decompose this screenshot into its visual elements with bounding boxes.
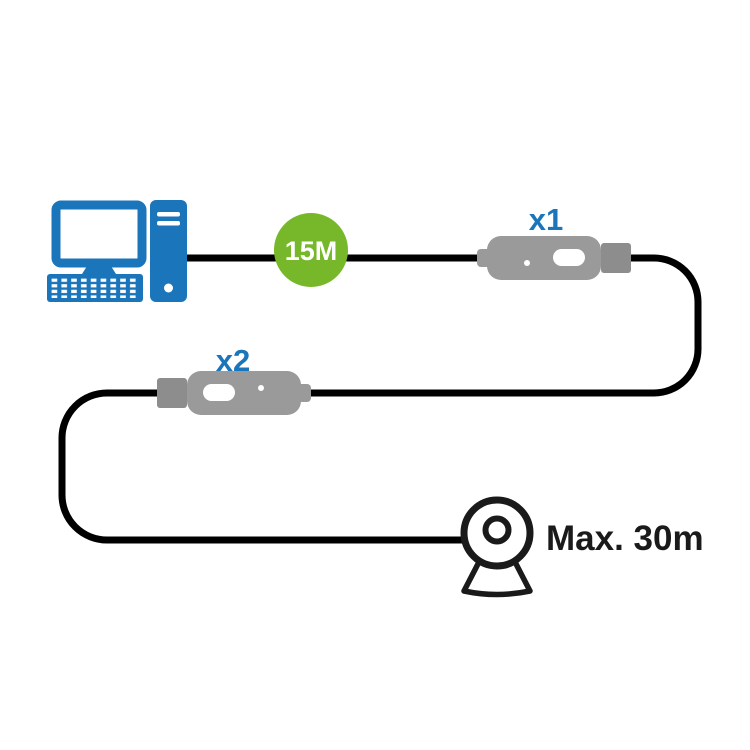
extender1-body [487,236,601,280]
webcam-stand [461,557,533,598]
tower-slot-1 [157,212,180,217]
badge-label: 15M [285,236,338,266]
keyboard-keys [51,278,139,298]
extender1-port-slot [553,249,585,266]
cable-length-badge: 15M [274,213,348,287]
extender1-label: x1 [529,202,563,237]
cable-segment-x2-to-webcam [58,389,464,544]
cable-segment-x1-to-x2 [310,254,702,397]
extender2-led-dot [258,385,264,391]
tower-slot-2 [157,221,180,226]
desktop-computer-icon [47,200,187,302]
webcam-icon [460,496,534,598]
usb-extender-x2-icon: x2 [157,343,311,415]
extender1-led-dot [524,260,530,266]
tower-power-button [164,283,173,293]
usb-extender-x1-icon: x1 [477,202,631,280]
extender2-neck [295,384,311,402]
extender1-plug [601,243,631,273]
extender2-label: x2 [216,343,250,378]
webcam-lens [482,515,512,545]
extender2-body [187,371,301,415]
extender2-plug [157,378,187,408]
monitor-screen [51,200,147,268]
extender2-port-slot [203,384,235,401]
badge-circle [274,213,348,287]
max-length-label: Max. 30m [546,519,704,558]
monitor-stand [82,263,116,274]
